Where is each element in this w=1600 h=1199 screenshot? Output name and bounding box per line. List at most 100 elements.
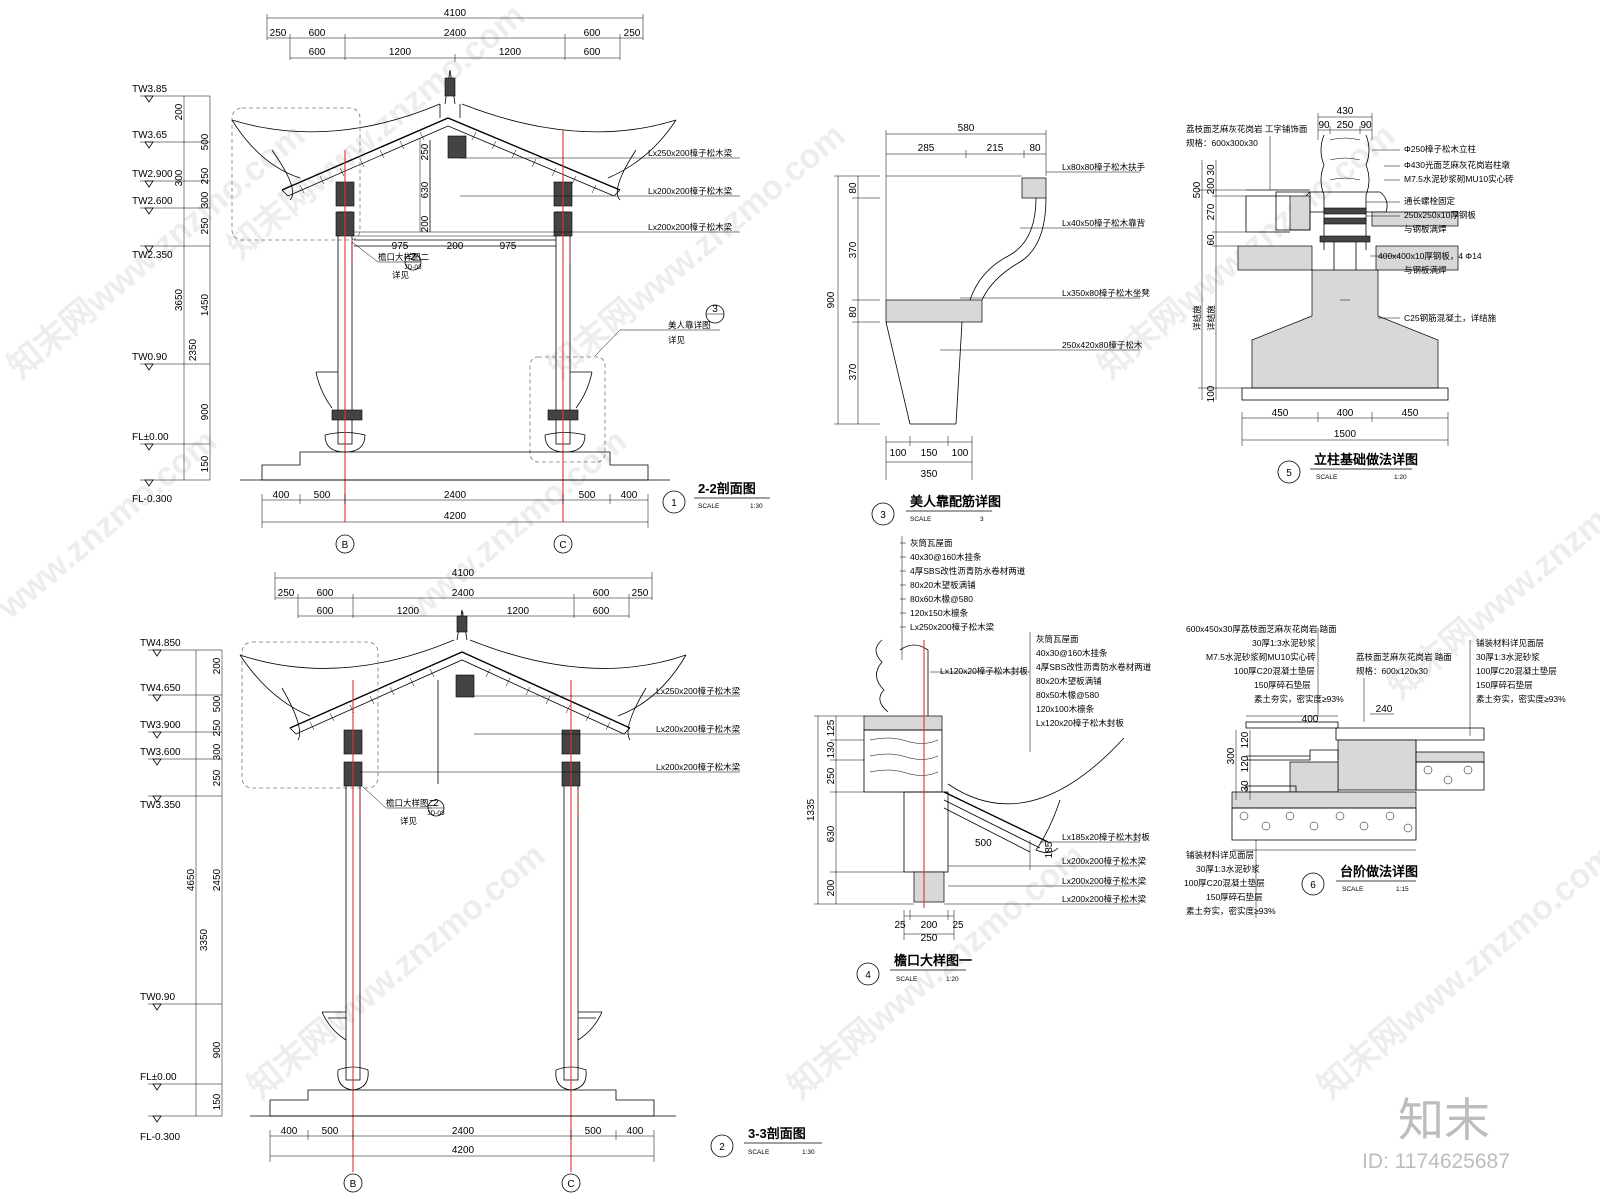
dim: 100 [890, 448, 907, 459]
dim-top-total: 4100 [444, 8, 467, 19]
scale-label: SCALE [1342, 886, 1364, 893]
dim: 900 [826, 291, 837, 308]
dim: 120 [1240, 731, 1251, 748]
dim: 250 [624, 28, 641, 39]
detail-ref-sheet: JD-03 [404, 264, 422, 271]
dim: 500 [975, 838, 992, 849]
dim: 400 [1337, 408, 1354, 419]
note: Lx185x20樟子松木封板 [1062, 832, 1150, 842]
notes-top: 灰筒瓦屋面 40x30@160木挂条 4厚SBS改性沥青防水卷材两道 80x20… [900, 538, 1026, 632]
note: Lx250x200樟子松木梁 [648, 148, 733, 158]
note: Lx200x200樟子松木梁 [656, 724, 741, 734]
elevation: TW3.900 [140, 720, 181, 731]
scale-value: 1:30 [750, 503, 763, 510]
dim: 430 [1337, 106, 1354, 117]
roof-2-2 [231, 69, 677, 463]
dim: 600 [309, 47, 326, 58]
dim: 185 [1044, 841, 1055, 858]
note: Lx200x200樟子松木梁 [1062, 856, 1147, 866]
note: 150厚碎石垫层 [1206, 892, 1263, 902]
scale-label: SCALE [748, 1149, 770, 1156]
dim: 250 [420, 143, 431, 160]
drawing-number: 5 [1286, 468, 1292, 479]
drawing-title: 2-2剖面图 [698, 481, 756, 496]
dim: 30 [1206, 164, 1217, 176]
drawing-title: 美人靠配筋详图 [910, 494, 1001, 509]
note: 400x400x10厚钢板，4 Φ14 [1378, 251, 1482, 261]
note: 素土夯实，密实度≥93% [1254, 694, 1344, 704]
dim: 300 [174, 169, 185, 186]
dim: 600 [317, 588, 334, 599]
dim: 60 [1206, 234, 1217, 246]
note: 灰筒瓦屋面 [910, 538, 953, 548]
dim: 450 [1402, 408, 1419, 419]
dim: 300 [200, 191, 211, 208]
brand-mark: 知末 ID: 1174625687 [1362, 1094, 1510, 1173]
elevation: FL-0.300 [140, 1132, 180, 1143]
section-2-2: 4100 250 600 2400 600 250 600 1200 1200 … [132, 8, 770, 554]
dim: 400 [627, 1126, 644, 1137]
note: 4厚SBS改性沥青防水卷材两道 [1036, 662, 1152, 672]
note: 120x100木檩条 [1036, 704, 1095, 714]
elevation: TW3.65 [132, 130, 167, 141]
dim: 450 [1272, 408, 1289, 419]
dim: 250 [212, 719, 223, 736]
dim: 2400 [444, 490, 467, 501]
dim: 80 [1029, 143, 1041, 154]
note: 灰筒瓦屋面 [1036, 634, 1079, 644]
detail-4-eave: 灰筒瓦屋面 40x30@160木挂条 4厚SBS改性沥青防水卷材两道 80x20… [806, 536, 1152, 986]
watermark: www.znzmo.com [0, 422, 224, 627]
dim: 400 [621, 490, 638, 501]
dim: 150 [212, 1093, 223, 1110]
dim: 215 [987, 143, 1004, 154]
drawing-number: 2 [719, 1142, 725, 1153]
dim: 100 [1206, 385, 1217, 402]
note: 荔枝面芝麻灰花岗岩 工字铺饰面 [1186, 124, 1308, 134]
notes-mid: Lx120x20樟子松木封板 灰筒瓦屋面 40x30@160木挂条 4厚SBS改… [930, 634, 1152, 728]
dim: 250 [1337, 120, 1354, 131]
dim: 30 [1240, 780, 1251, 792]
note: 与钢板满焊 [1404, 265, 1447, 275]
dim: 3350 [199, 928, 210, 951]
detail-ref-sheet: JD-03 [427, 810, 445, 817]
note: Lx200x200樟子松木梁 [648, 186, 733, 196]
dim: 150 [921, 448, 938, 459]
note: M7.5水泥砂浆砌MU10实心砖 [1404, 174, 1514, 184]
note: 铺装材料详见面层 [1186, 850, 1254, 860]
dim: 1450 [200, 293, 211, 316]
dim: 350 [921, 469, 938, 480]
section-3-3: 4100 250 600 2400 600 250 600 1200 1200 … [140, 568, 822, 1193]
dim: 500 [212, 695, 223, 712]
note: 120x150木檩条 [910, 608, 969, 618]
notes-bot: Lx185x20樟子松木封板 Lx200x200樟子松木梁 Lx200x200樟… [944, 832, 1150, 905]
dim: 900 [200, 403, 211, 420]
dim: 240 [1376, 704, 1393, 715]
brand-id: ID: 1174625687 [1362, 1150, 1510, 1173]
note: C25钢筋混凝土，详结施 [1404, 313, 1497, 323]
axis-label: C [567, 1179, 574, 1190]
note: 荔枝面芝麻灰花岗岩 踏面 [1356, 652, 1452, 662]
note: 80x60木椽@580 [910, 594, 973, 604]
note: 100厚C20混凝土垫层 [1234, 666, 1315, 676]
drawing-number: 4 [865, 970, 871, 981]
elevation: TW2.900 [132, 169, 173, 180]
note: 40x30@160木挂条 [1036, 648, 1108, 658]
dim: 4200 [452, 1145, 475, 1156]
dim: 200 [826, 879, 837, 896]
dim: 3650 [174, 288, 185, 311]
dim: 285 [918, 143, 935, 154]
watermark-layer: 知末网www.znzmo.com 知末网www.znzmo.com www.zn… [0, 0, 1600, 1106]
elevation: FL-0.300 [132, 494, 172, 505]
note: 通长螺栓固定 [1404, 196, 1456, 206]
dim: 975 [392, 241, 409, 252]
note: Lx120x20樟子松木封板 [940, 666, 1028, 676]
note: Lx250x200樟子松木梁 [910, 622, 995, 632]
elevation: TW0.90 [140, 992, 175, 1003]
dim: 100 [952, 448, 969, 459]
dim: 80 [848, 182, 859, 194]
dim: 1200 [389, 47, 412, 58]
note: 250x250x10厚钢板 [1404, 210, 1476, 220]
note: 600x450x30厚荔枝面芝麻灰花岗岩 踏面 [1186, 624, 1337, 634]
elevation: TW0.90 [132, 352, 167, 363]
dim: 270 [1206, 203, 1217, 220]
